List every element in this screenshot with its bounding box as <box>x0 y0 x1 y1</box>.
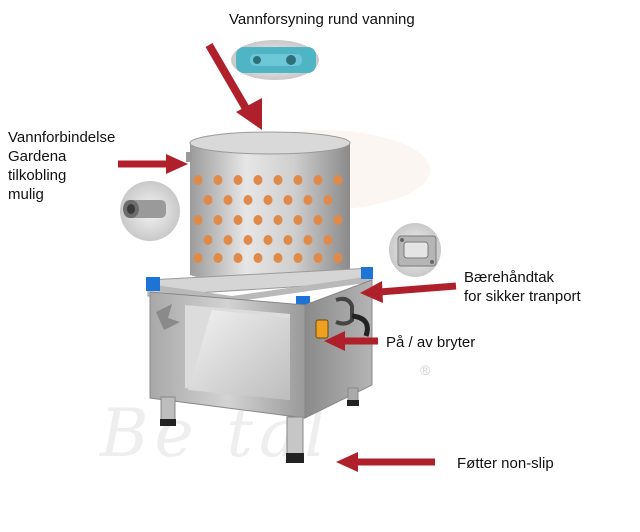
arrow-icon <box>118 154 188 174</box>
rubber-finger <box>313 253 323 263</box>
label-line: Bærehåndtak <box>464 269 555 286</box>
rubber-finger <box>223 235 233 245</box>
rubber-finger <box>293 215 303 225</box>
rubber-finger <box>193 175 203 185</box>
rubber-finger <box>293 253 303 263</box>
rubber-finger <box>333 253 343 263</box>
foot-pad <box>160 419 176 426</box>
rubber-finger <box>253 253 263 263</box>
rubber-finger <box>333 215 343 225</box>
carry-handle <box>335 296 354 326</box>
label-line: Vannforbindelse <box>8 129 116 146</box>
rubber-finger <box>243 235 253 245</box>
label-water-connection: Vannforbindelse Gardena tilkobling mulig <box>8 128 115 204</box>
rubber-finger <box>233 215 243 225</box>
label-line: Gardena <box>8 148 67 165</box>
plucking-drum <box>186 131 351 288</box>
rubber-finger <box>263 195 273 205</box>
label-line: for sikker tranport <box>464 288 581 305</box>
top-plate <box>146 267 373 306</box>
arrow-icon <box>360 281 457 303</box>
corner-blue <box>361 267 373 279</box>
registered-mark: ® <box>420 362 431 378</box>
rubber-finger <box>263 235 273 245</box>
power-switch[interactable] <box>315 319 329 339</box>
rubber-finger <box>203 235 213 245</box>
rubber-finger <box>203 195 213 205</box>
corner-blue <box>146 277 160 291</box>
water-nozzle-icon <box>231 40 319 80</box>
rubber-finger <box>303 235 313 245</box>
rubber-finger <box>333 175 343 185</box>
brand-logo-icon <box>156 304 180 330</box>
rubber-finger <box>273 215 283 225</box>
rubber-finger <box>223 195 233 205</box>
rubber-fingers <box>193 175 343 263</box>
hose-connector-icon <box>120 181 180 241</box>
rubber-finger <box>283 195 293 205</box>
arrow-icon <box>336 452 435 472</box>
label-water-supply: Vannforsyning rund vanning <box>229 11 415 28</box>
arrow-icon <box>324 331 378 351</box>
arrow-icon <box>205 42 262 130</box>
rubber-finger <box>193 253 203 263</box>
base-cabinet <box>149 279 373 463</box>
foot-pad <box>347 400 359 406</box>
rubber-finger <box>213 175 223 185</box>
rubber-finger <box>323 235 333 245</box>
label-switch: På / av bryter <box>386 334 476 351</box>
rubber-finger <box>253 215 263 225</box>
rubber-finger <box>233 175 243 185</box>
label-carry-handle: Bærehåndtak for sikker tranport <box>464 268 581 306</box>
rubber-finger <box>283 235 293 245</box>
corner-blue <box>296 296 310 306</box>
label-line: mulig <box>8 186 44 203</box>
rubber-finger <box>273 253 283 263</box>
rubber-finger <box>313 215 323 225</box>
leg <box>160 396 176 422</box>
rubber-finger <box>213 253 223 263</box>
rubber-finger <box>273 175 283 185</box>
rubber-finger <box>313 175 323 185</box>
rubber-finger <box>193 215 203 225</box>
rubber-finger <box>253 175 263 185</box>
rubber-finger <box>213 215 223 225</box>
rubber-finger <box>243 195 253 205</box>
rubber-finger <box>293 175 303 185</box>
label-feet: Føtter non-slip <box>457 455 554 472</box>
leg <box>347 387 359 403</box>
leg <box>286 416 304 456</box>
carry-handle-icon <box>389 223 441 277</box>
rubber-finger <box>233 253 243 263</box>
label-line: tilkobling <box>8 167 67 184</box>
rubber-finger <box>323 195 333 205</box>
foot-pad <box>286 453 304 463</box>
rubber-finger <box>303 195 313 205</box>
